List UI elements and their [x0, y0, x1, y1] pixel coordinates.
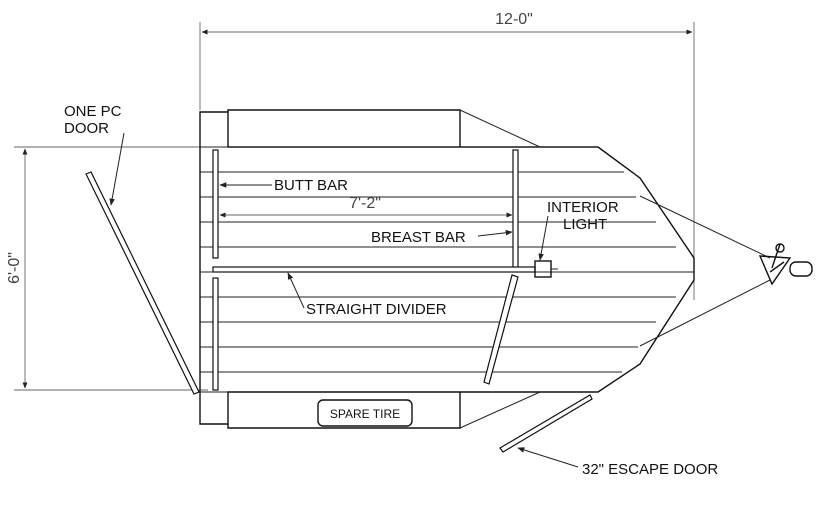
stall-dimension: 7'-2"	[219, 195, 513, 218]
length-dimension: 12-0"	[199, 11, 695, 300]
callouts: ONE PC DOOR BUTT BAR BREAST BAR INTERIOR…	[64, 103, 718, 478]
light-box	[534, 260, 552, 278]
breast-bar	[512, 149, 519, 269]
butt-bars	[212, 149, 219, 391]
interior-light-label-1: INTERIOR	[547, 199, 619, 216]
one-pc-door	[85, 171, 200, 395]
trailer-body	[199, 109, 813, 429]
spare-tire: SPARE TIRE	[317, 399, 413, 427]
spare-tire-label: SPARE TIRE	[330, 407, 400, 421]
one-pc-door-label-2: DOOR	[64, 120, 109, 137]
interior-light-label-2: LIGHT	[563, 216, 607, 233]
interior-light	[534, 260, 558, 278]
butt-bar-label: BUTT BAR	[274, 177, 348, 194]
butt-bar-lower	[212, 277, 219, 391]
straight-divider	[212, 266, 536, 273]
breast-bar-label: BREAST BAR	[371, 229, 466, 246]
one-pc-door-label-1: ONE PC	[64, 103, 122, 120]
butt-bar-upper	[212, 149, 219, 259]
length-dimension-label: 12-0"	[495, 11, 533, 28]
escape-door-label: 32" ESCAPE DOOR	[582, 461, 718, 478]
straight-divider-label: STRAIGHT DIVIDER	[306, 301, 447, 318]
hitch	[639, 195, 813, 347]
stall-dimension-label: 7'-2"	[349, 195, 381, 212]
width-dimension-label: 6'-0"	[6, 252, 23, 284]
escape-door	[499, 394, 593, 453]
lower-breast-bar	[483, 274, 519, 385]
width-dimension: 6'-0"	[6, 146, 208, 391]
floor-boards	[200, 146, 694, 373]
